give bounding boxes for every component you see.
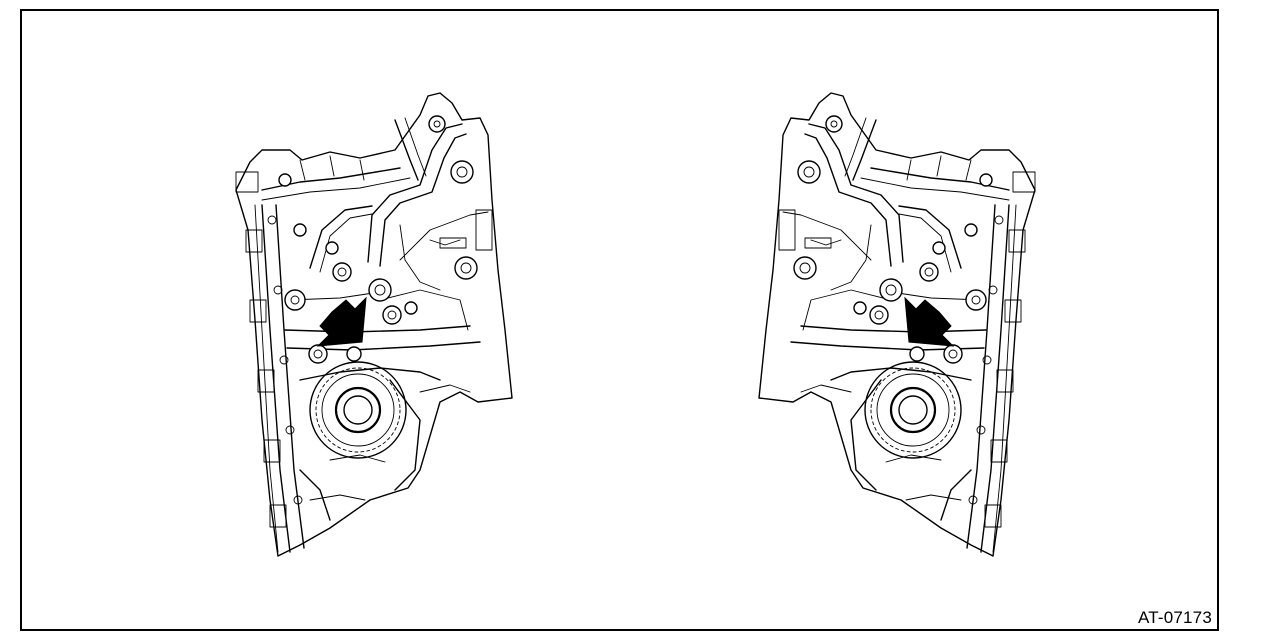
right-arrow-indicator [904,296,955,347]
figure-frame [20,9,1219,631]
figure-code-label: AT-07173 [1137,608,1212,627]
left-transmission-view [234,91,514,558]
left-arrow-indicator [316,296,367,347]
right-transmission-view [757,91,1037,558]
